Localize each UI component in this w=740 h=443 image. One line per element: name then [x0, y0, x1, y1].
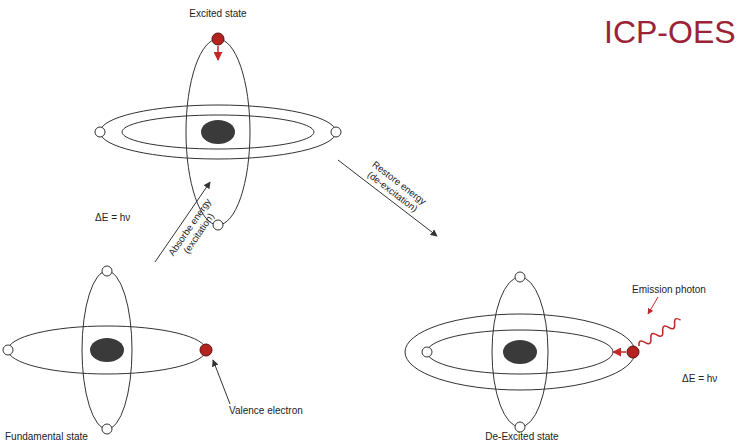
electron — [422, 347, 432, 357]
electron — [515, 272, 525, 282]
electron — [3, 345, 13, 355]
state-label: Excited state — [98, 8, 338, 20]
photon-wave — [637, 317, 682, 349]
excited-atom — [100, 39, 336, 225]
leader-line — [648, 297, 658, 314]
electron — [102, 424, 112, 434]
electron — [515, 422, 525, 432]
diagram-title: ICP-OES — [604, 14, 736, 50]
orbit — [186, 39, 250, 225]
electron — [95, 127, 105, 137]
excited-electron — [212, 33, 224, 45]
nucleus — [503, 340, 537, 364]
orbit — [82, 271, 132, 429]
atom-node: Fundamental state — [3, 262, 215, 443]
edge-label: Restore energy (de-excitation) — [360, 156, 432, 219]
de-excited-atom — [405, 277, 635, 427]
atom-node: Excited state — [98, 6, 338, 182]
nucleus — [201, 120, 235, 144]
electron — [331, 127, 341, 137]
photon-wave — [637, 317, 682, 349]
state-label: De-Excited state — [402, 431, 642, 443]
orbit — [492, 277, 548, 427]
orbit — [427, 330, 613, 374]
orbit — [405, 314, 635, 390]
electron — [102, 266, 112, 276]
atom-node: De-Excited state — [402, 236, 642, 443]
orbit — [8, 326, 206, 374]
annotation-label: ΔE = hν — [95, 212, 130, 224]
annotation-label: ΔE = hν — [682, 373, 717, 385]
orbit — [100, 105, 336, 159]
electron-arrow — [217, 46, 219, 60]
state-label: Fundamental state — [5, 431, 88, 443]
de-excited-electron — [627, 346, 639, 358]
edge-label: Absorbe energy (excitation) — [164, 193, 224, 266]
nucleus — [90, 338, 124, 362]
leader-line — [213, 360, 230, 404]
orbit — [122, 115, 314, 149]
annotation-label: Emission photon — [632, 284, 706, 296]
electron-arrow — [613, 351, 626, 353]
electron — [213, 220, 223, 230]
fundamental-atom — [8, 271, 206, 429]
valence-electron — [200, 344, 212, 356]
annotation-label: Valence electron — [229, 405, 303, 417]
